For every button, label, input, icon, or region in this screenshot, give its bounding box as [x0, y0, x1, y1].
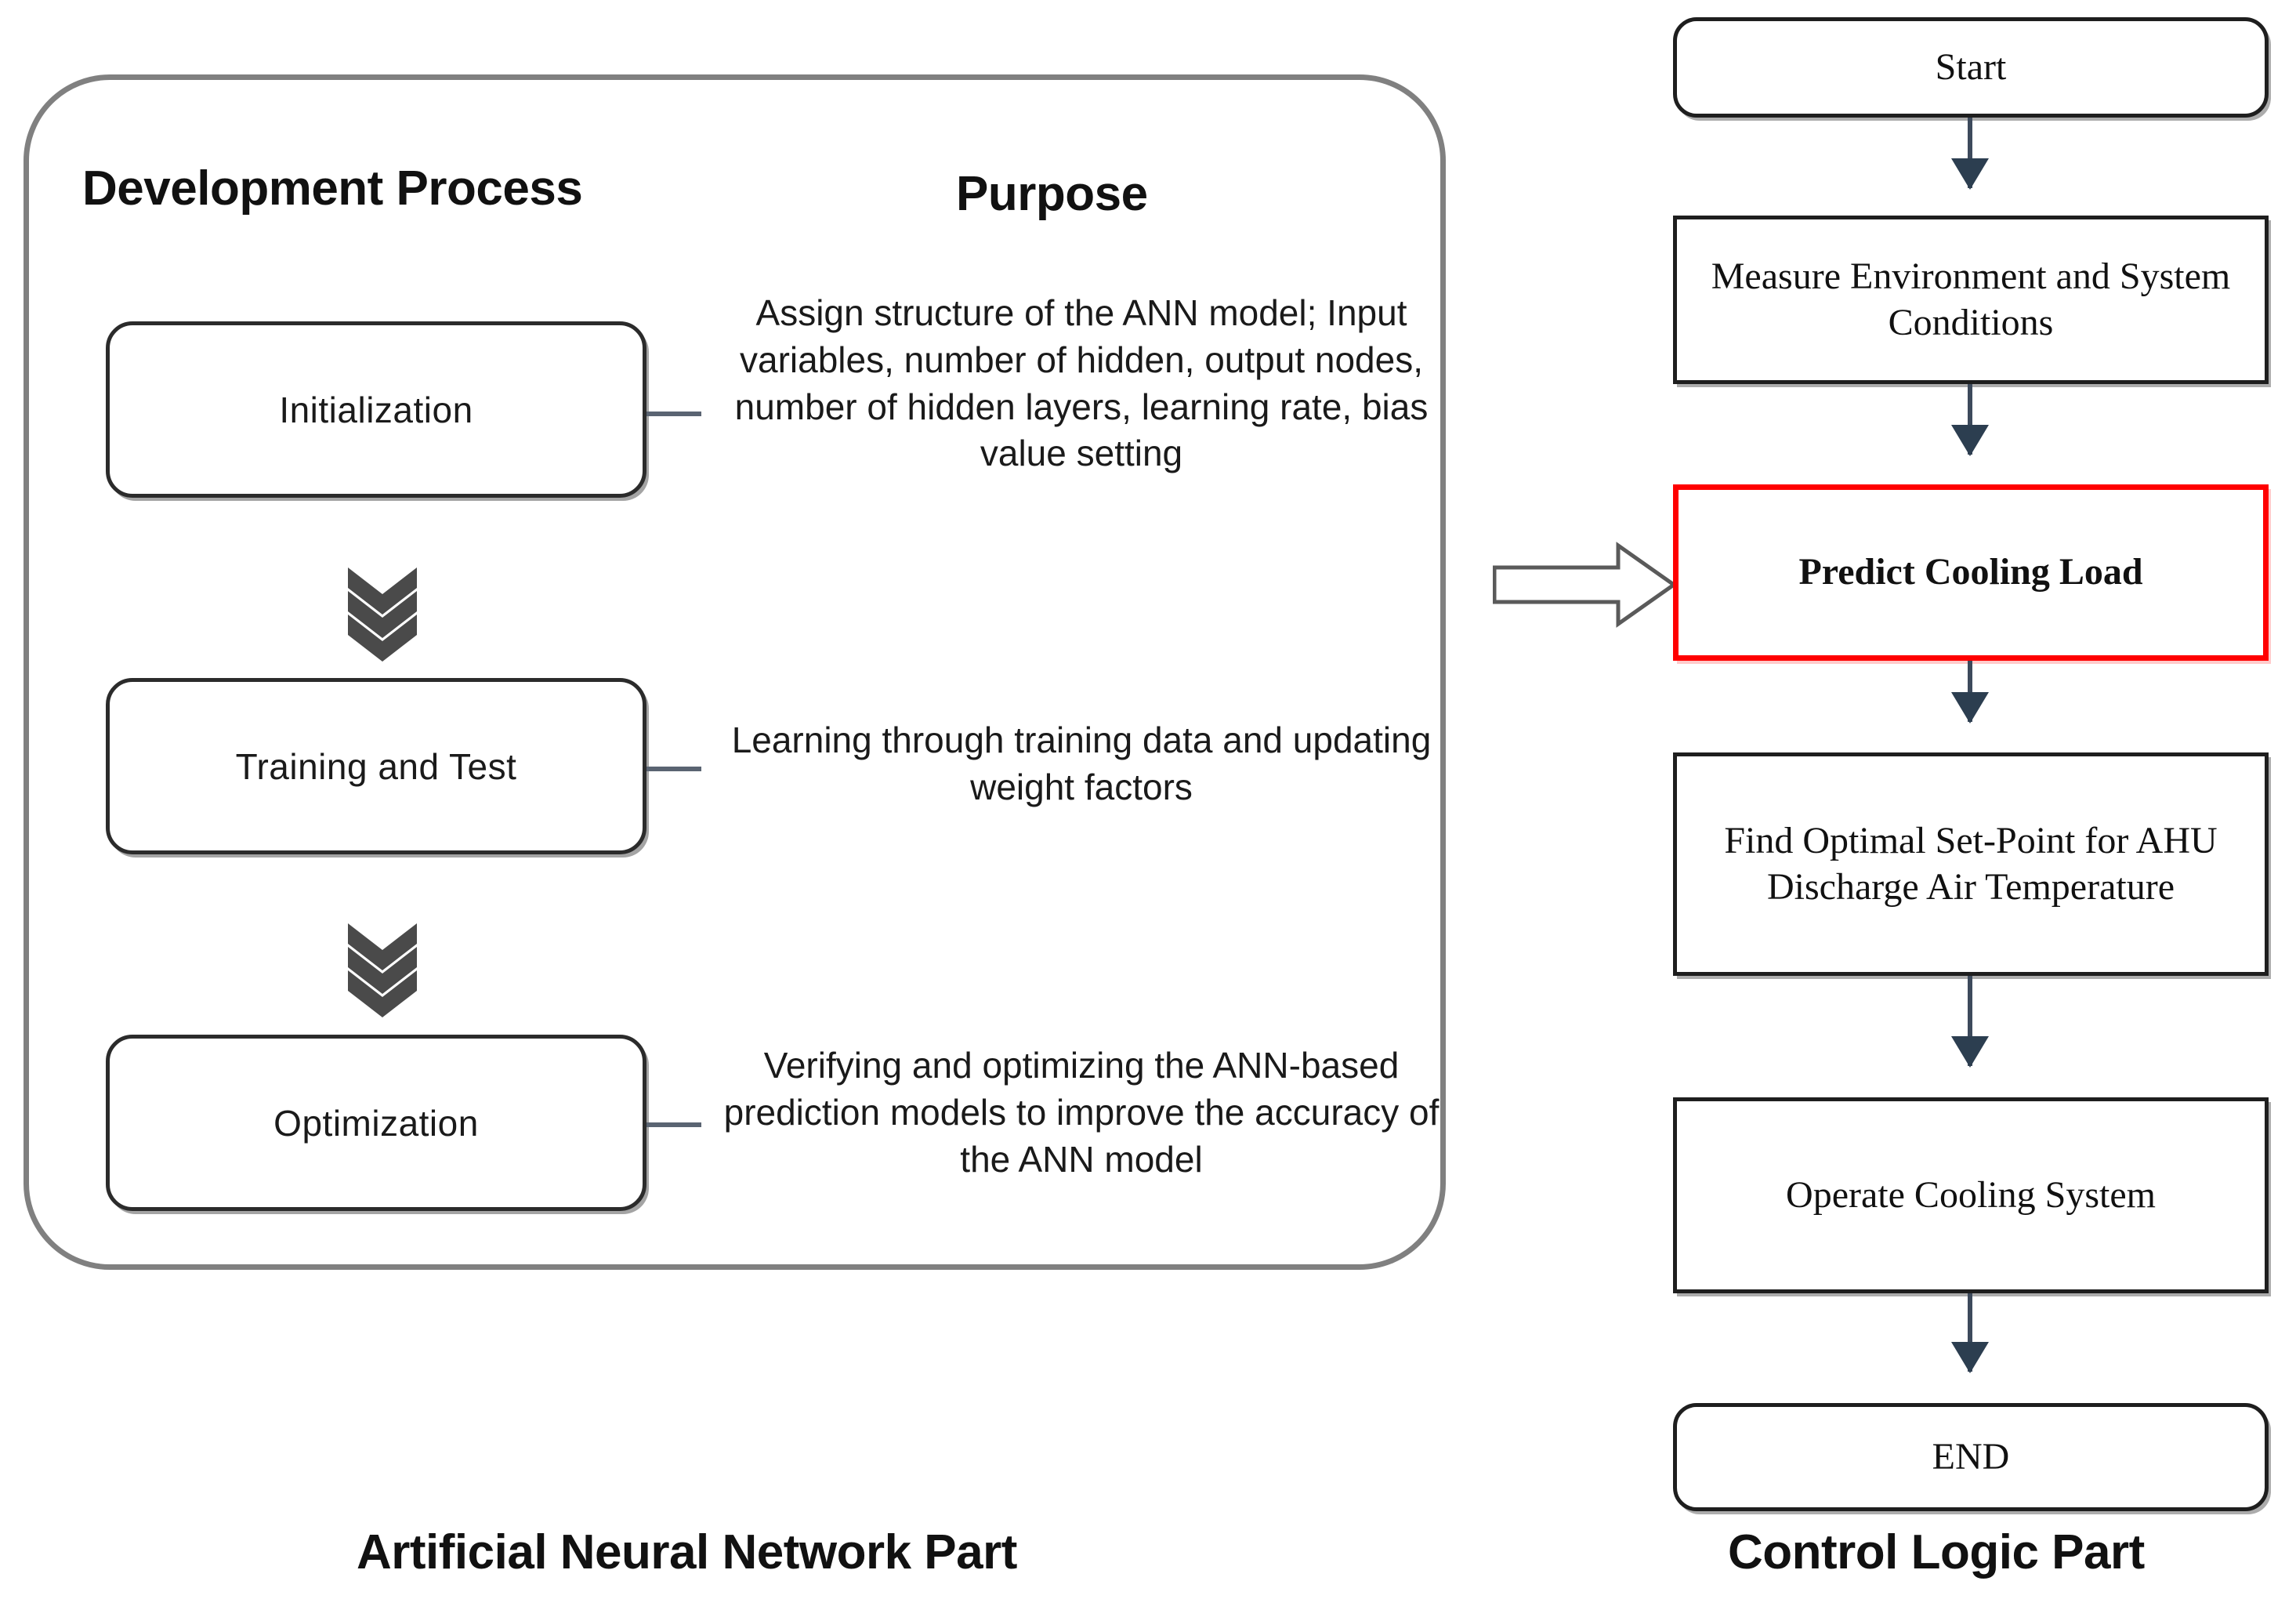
flow-step-label: Measure Environment and System Condition… — [1711, 255, 2231, 343]
stage-box-optimization[interactable]: Optimization — [106, 1035, 646, 1211]
block-arrow-right-icon — [1493, 542, 1677, 628]
flow-step-label: Operate Cooling System — [1786, 1173, 2156, 1216]
stage-label: Training and Test — [235, 745, 517, 787]
flow-step-predict-cooling-load[interactable]: Predict Cooling Load — [1673, 484, 2269, 661]
chevron-down-triple-icon — [348, 923, 417, 1017]
flow-step-label: Find Optimal Set-Point for AHU Discharge… — [1724, 819, 2218, 908]
flow-arrow-measure-to-predict — [1951, 384, 1989, 456]
purpose-text-training-and-test: Learning through training data and updat… — [731, 720, 1432, 807]
caption-artificial-neural-network-part: Artificial Neural Network Part — [357, 1525, 1017, 1579]
connector-stub-training-and-test — [646, 767, 701, 771]
stage-box-initialization[interactable]: Initialization — [106, 321, 646, 498]
purpose-text-optimization: Verifying and optimizing the ANN-based p… — [723, 1045, 1440, 1180]
flow-step-operate-cooling-system[interactable]: Operate Cooling System — [1673, 1097, 2269, 1293]
purpose-text-initialization: Assign structure of the ANN model; Input… — [734, 292, 1429, 474]
connector-stub-initialization — [646, 412, 701, 416]
stage-label: Initialization — [279, 389, 473, 430]
heading-purpose: Purpose — [956, 167, 1148, 221]
flow-step-end[interactable]: END — [1673, 1403, 2269, 1511]
connector-stub-optimization — [646, 1122, 701, 1127]
flow-step-label: Predict Cooling Load — [1798, 551, 2143, 593]
stage-box-training-and-test[interactable]: Training and Test — [106, 678, 646, 854]
flow-arrow-operate-to-end — [1951, 1293, 1989, 1373]
caption-control-logic-part: Control Logic Part — [1728, 1525, 2145, 1579]
flow-step-measure-conditions[interactable]: Measure Environment and System Condition… — [1673, 216, 2269, 384]
flow-step-label: Start — [1935, 45, 2007, 88]
flow-step-find-optimal-setpoint[interactable]: Find Optimal Set-Point for AHU Discharge… — [1673, 752, 2269, 976]
flow-step-label: END — [1932, 1435, 2010, 1478]
flow-arrow-setpoint-to-operate — [1951, 976, 1989, 1068]
stage-label: Optimization — [273, 1102, 479, 1144]
heading-development-process: Development Process — [82, 161, 583, 216]
flow-arrow-start-to-measure — [1951, 118, 1989, 190]
chevron-down-triple-icon — [348, 567, 417, 662]
flow-arrow-predict-to-find-setpoint — [1951, 661, 1989, 723]
flow-step-start[interactable]: Start — [1673, 17, 2269, 118]
